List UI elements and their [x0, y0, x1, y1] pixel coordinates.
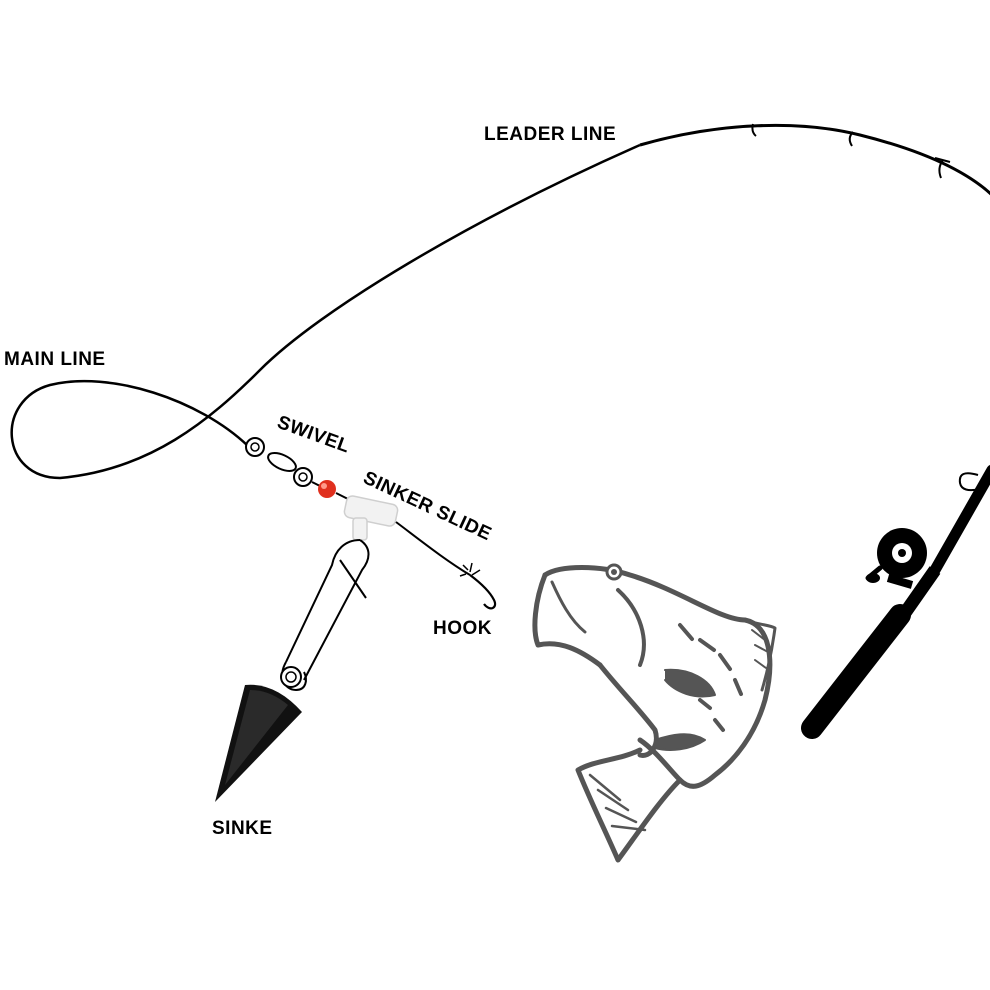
sinker-slide-stem: [352, 517, 368, 541]
fish-fin-rays: [751, 629, 769, 669]
rod-tip: [639, 123, 990, 196]
hook-bend: [469, 574, 497, 610]
fishing-rod-icon: [639, 123, 990, 739]
snap-wire: [285, 539, 361, 663]
snap-clasp: [339, 559, 367, 599]
reel-knob: [866, 573, 880, 583]
fish-jaw: [532, 572, 603, 668]
swivel-icon: [245, 437, 313, 487]
bead: [318, 480, 336, 498]
reel-stem: [886, 574, 914, 589]
fish-pupil: [611, 569, 617, 575]
hook-fly-hackle: [459, 562, 481, 577]
leader-line: [395, 521, 471, 576]
fish-tail: [575, 747, 683, 863]
fish-dorsal-fin: [743, 618, 777, 692]
label-leader-line: LEADER LINE: [484, 124, 616, 145]
bead-highlight: [321, 483, 327, 489]
reel-icon: [865, 528, 927, 589]
fish-pectoral-fin: [664, 668, 716, 698]
snap-clip-icon: [280, 539, 370, 692]
fish-tail-rays: [588, 773, 647, 832]
bead-icon: [318, 480, 336, 498]
rod-blank: [929, 464, 990, 576]
label-main-line: MAIN LINE: [4, 349, 106, 370]
fish-markings: [678, 623, 743, 732]
rod-guide: [934, 157, 951, 163]
label-hook: HOOK: [433, 618, 492, 639]
rod-guide: [751, 123, 757, 137]
swivel-ring-inner: [298, 472, 308, 482]
label-swivel: SWIVEL: [274, 412, 352, 458]
main-line: [10, 143, 641, 480]
bass-fish-icon: [532, 563, 777, 863]
swivel-barrel: [267, 452, 297, 472]
sinker-shade: [225, 690, 288, 785]
cone-sinker-icon: [215, 684, 302, 802]
rod-guide: [958, 472, 981, 492]
hook-icon: [459, 562, 497, 610]
fish-mouth-inner: [550, 580, 587, 634]
fish-gill: [616, 588, 646, 667]
rod-handle: [801, 604, 911, 739]
label-sinker: SINKE: [212, 818, 273, 839]
reel-hub-center: [898, 549, 906, 557]
fish-belly: [597, 662, 659, 758]
fish-back: [542, 565, 773, 789]
rod-guide: [848, 131, 854, 147]
split-ring-inner: [285, 671, 297, 683]
rod-guide: [938, 159, 944, 179]
swivel-ring-inner: [250, 442, 260, 452]
rig-line: [311, 481, 321, 487]
snap-wire: [303, 539, 370, 681]
sinker-slide-icon: [343, 495, 399, 541]
fish-anal-fin: [654, 733, 706, 751]
